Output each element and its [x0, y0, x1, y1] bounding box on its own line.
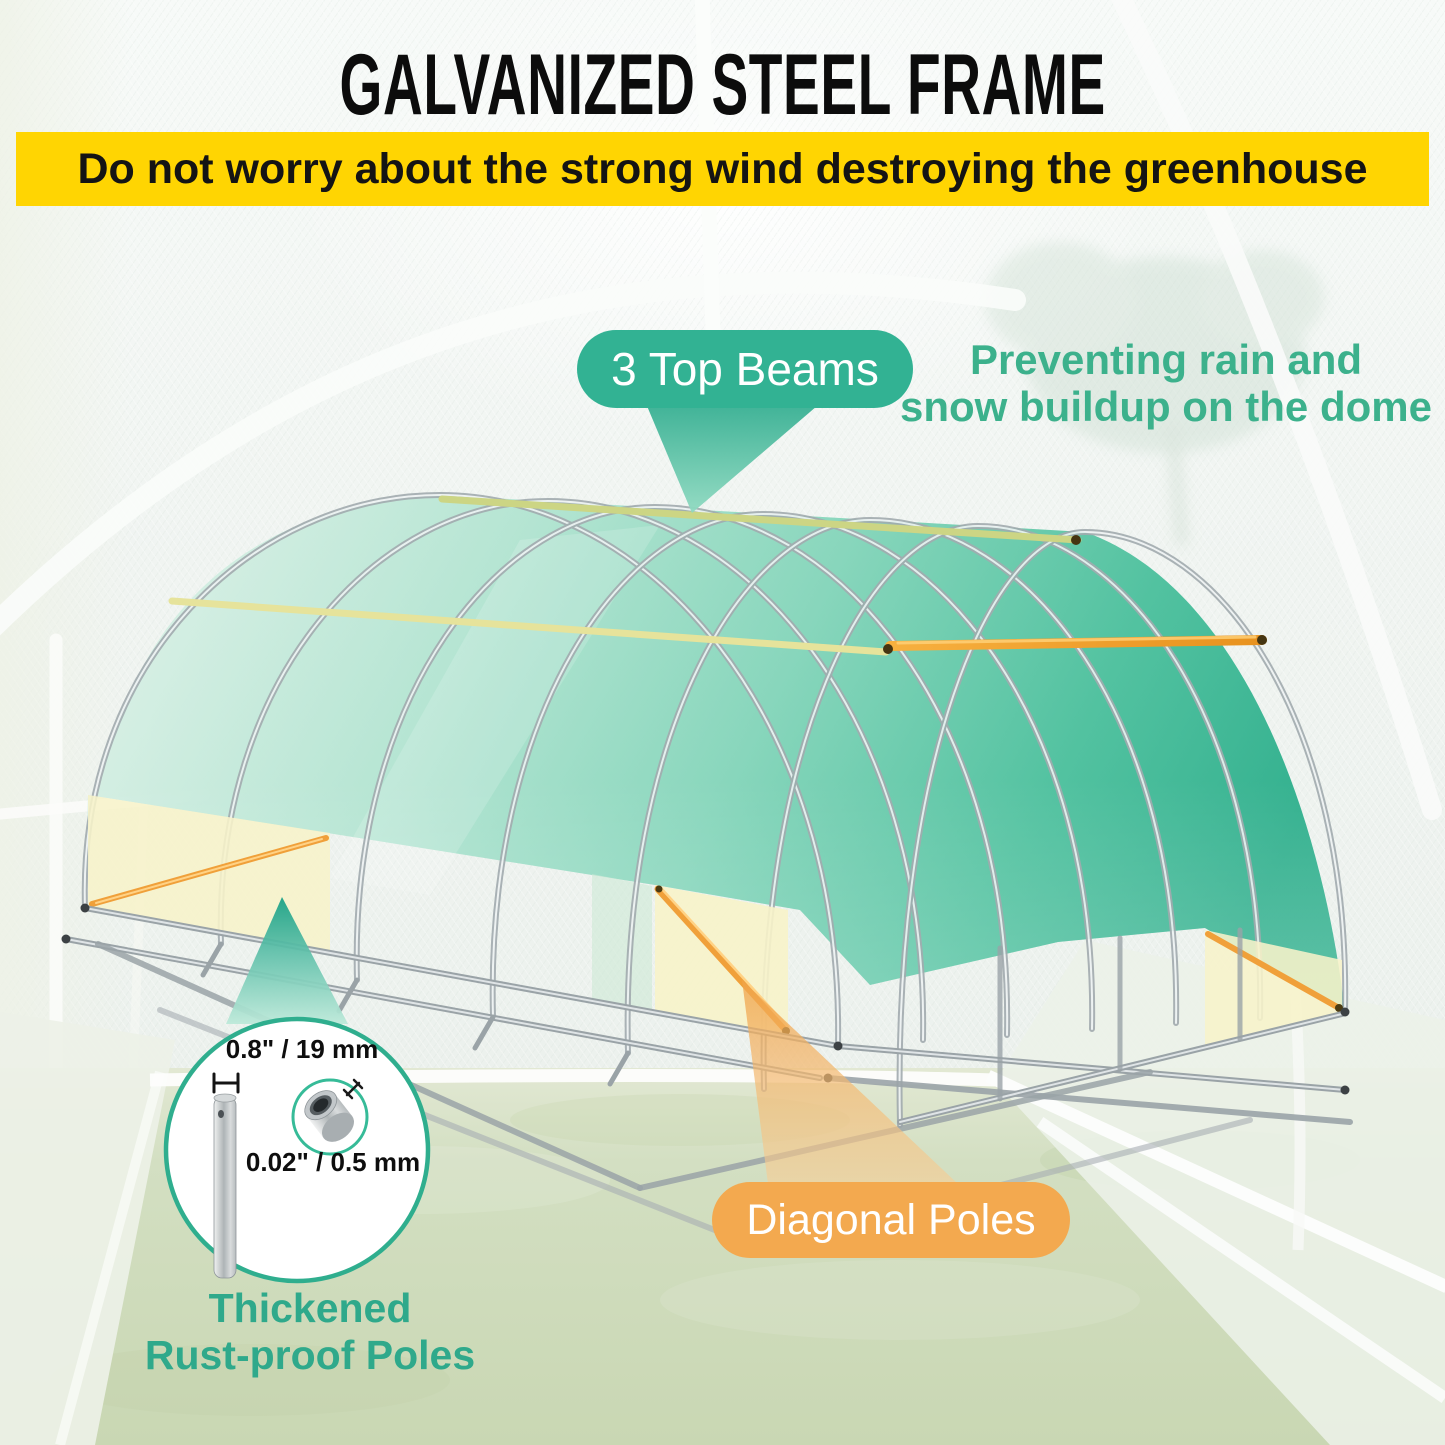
caption-line-1: Thickened	[208, 1285, 412, 1331]
diagonal-pill-text: Diagonal Poles	[746, 1195, 1036, 1244]
canopy-sheen	[85, 495, 1345, 1012]
label-top-beams-pill: 3 Top Beams	[577, 330, 913, 408]
label-thickened: Thickened Rust-proof Poles	[100, 1285, 520, 1379]
subtitle-banner: Do not worry about the strong wind destr…	[16, 132, 1429, 206]
top-beams-pill-text: 3 Top Beams	[611, 343, 879, 395]
pointer-top-beams	[647, 406, 817, 513]
dim-outer-text: 0.8" / 19 mm	[225, 1034, 379, 1064]
dim-wall-text: 0.02" / 0.5 mm	[245, 1147, 421, 1177]
canopy-highlight	[330, 525, 660, 895]
ridge-top-beam	[438, 495, 1082, 544]
pointer-poles	[226, 897, 348, 1024]
hoops	[81, 491, 1349, 1128]
page-title: GALVANIZED STEEL FRAME	[339, 37, 1106, 133]
beam-end-cap	[1257, 635, 1267, 645]
caption-line-2: Rust-proof Poles	[144, 1332, 476, 1378]
label-diagonal-pill: Diagonal Poles	[712, 1182, 1070, 1258]
beam-end-cap	[883, 644, 893, 654]
dimension-marker-icon	[342, 1078, 364, 1100]
inner-corner-panel	[592, 874, 652, 1011]
subtitle-banner-text: Do not worry about the strong wind destr…	[77, 144, 1368, 193]
diagonal-pole	[1205, 931, 1342, 1011]
pipe-cross-section	[291, 1078, 369, 1156]
side-beam-right-highlighted	[885, 635, 1267, 651]
pole-graphic	[213, 1093, 237, 1279]
note-line-1: Preventing rain and	[969, 336, 1363, 383]
background-tube-left	[55, 1070, 165, 1445]
background-mesh-left	[0, 1012, 175, 1445]
dimension-marker-icon	[212, 1072, 240, 1094]
side-beam-highlight	[896, 635, 1257, 645]
note-line-2: snow buildup on the dome	[900, 383, 1432, 430]
note-rain-snow: Preventing rain and snow buildup on the …	[896, 336, 1436, 430]
side-beam-left	[168, 597, 890, 656]
beam-end-cap	[1071, 535, 1081, 545]
pole-callout-circle	[163, 1016, 431, 1284]
pointer-diagonal	[742, 980, 958, 1184]
